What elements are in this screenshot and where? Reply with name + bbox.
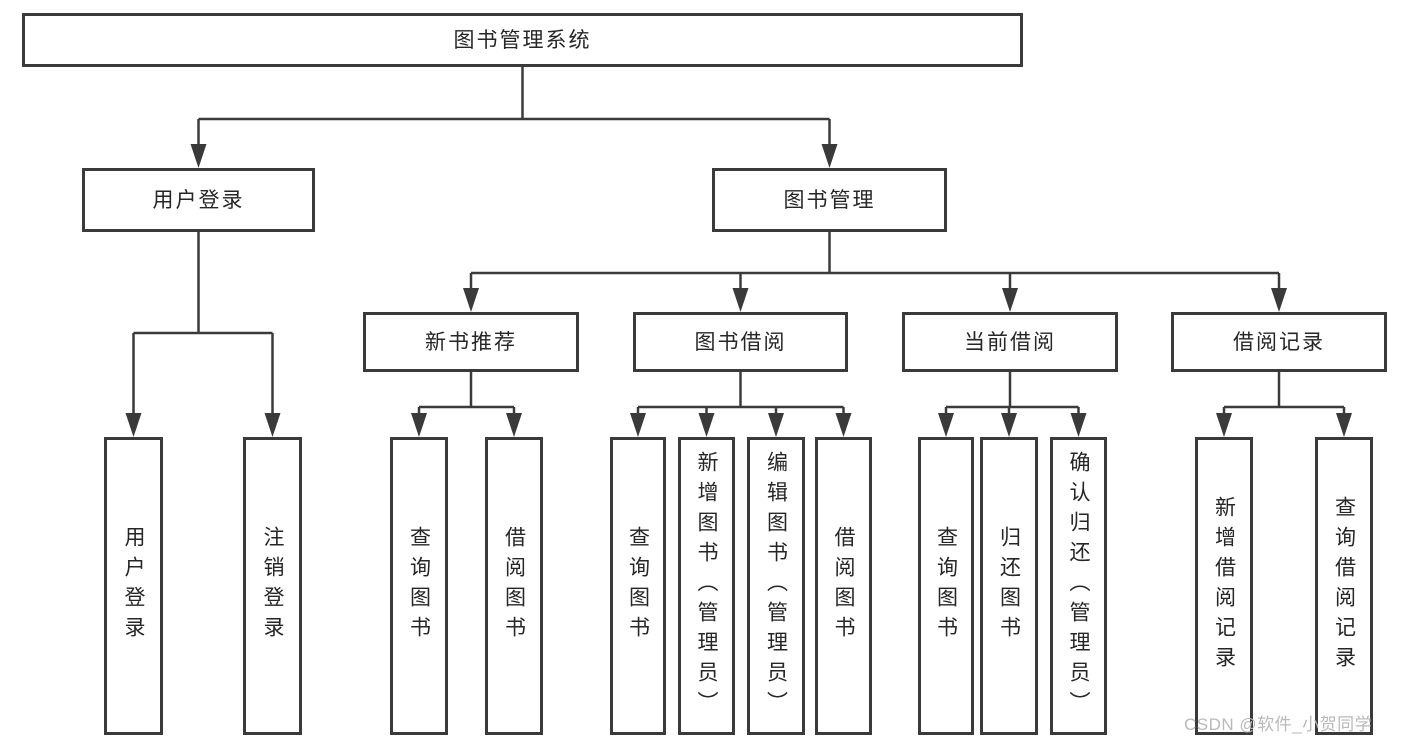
leaf-add-books-admin: 新增图书（管理员） bbox=[678, 437, 735, 735]
leaf-edit-books-admin: 编辑图书（管理员） bbox=[747, 437, 805, 735]
leaf-query-borrow-record: 查询借阅记录 bbox=[1315, 437, 1373, 735]
leaf-label: 借阅图书 bbox=[832, 526, 855, 646]
leaf-label: 查询图书 bbox=[626, 526, 650, 646]
node-label: 图书管理 bbox=[783, 188, 876, 212]
node-label: 图书借阅 bbox=[694, 330, 787, 354]
leaf-logout: 注销登录 bbox=[243, 437, 302, 735]
node-current-borrow: 当前借阅 bbox=[902, 312, 1118, 372]
leaf-label: 归还图书 bbox=[997, 526, 1021, 646]
node-borrow-records: 借阅记录 bbox=[1171, 312, 1387, 372]
leaf-label: 注销登录 bbox=[261, 526, 284, 646]
node-new-book-recommend: 新书推荐 bbox=[363, 312, 579, 372]
leaf-label: 查询图书 bbox=[934, 526, 958, 646]
leaf-query-books-borrow: 查询图书 bbox=[610, 437, 666, 735]
arrowheads bbox=[125, 144, 1352, 437]
node-library-management-system: 图书管理系统 bbox=[22, 13, 1023, 67]
leaf-return-books: 归还图书 bbox=[980, 437, 1038, 735]
leaf-label: 用户登录 bbox=[122, 526, 145, 646]
leaf-label: 确认归还（管理员） bbox=[1067, 451, 1090, 721]
node-label: 当前借阅 bbox=[964, 330, 1056, 354]
csdn-watermark: CSDN @软件_小贺同学 bbox=[1184, 715, 1373, 734]
node-label: 借阅记录 bbox=[1233, 330, 1325, 354]
node-book-management: 图书管理 bbox=[712, 168, 947, 232]
node-book-borrow: 图书借阅 bbox=[633, 312, 848, 372]
leaf-borrow-books: 借阅图书 bbox=[815, 437, 872, 735]
leaf-user-login: 用户登录 bbox=[104, 437, 163, 735]
leaf-query-books-recommend: 查询图书 bbox=[390, 437, 448, 735]
node-label: 图书管理系统 bbox=[453, 28, 592, 52]
leaf-confirm-return-admin: 确认归还（管理员） bbox=[1050, 437, 1107, 735]
leaf-query-books-current: 查询图书 bbox=[918, 437, 974, 735]
leaf-label: 新增图书（管理员） bbox=[695, 451, 718, 721]
leaf-label: 新增借阅记录 bbox=[1212, 496, 1236, 676]
leaf-label: 查询图书 bbox=[407, 526, 431, 646]
node-user-login: 用户登录 bbox=[82, 168, 315, 232]
node-label: 用户登录 bbox=[152, 188, 245, 212]
leaf-label: 借阅图书 bbox=[502, 526, 526, 646]
node-label: 新书推荐 bbox=[425, 330, 517, 354]
leaf-borrow-books-recommend: 借阅图书 bbox=[485, 437, 543, 735]
leaf-add-borrow-record: 新增借阅记录 bbox=[1195, 437, 1253, 735]
leaf-label: 查询借阅记录 bbox=[1332, 496, 1356, 676]
leaf-label: 编辑图书（管理员） bbox=[764, 451, 788, 721]
